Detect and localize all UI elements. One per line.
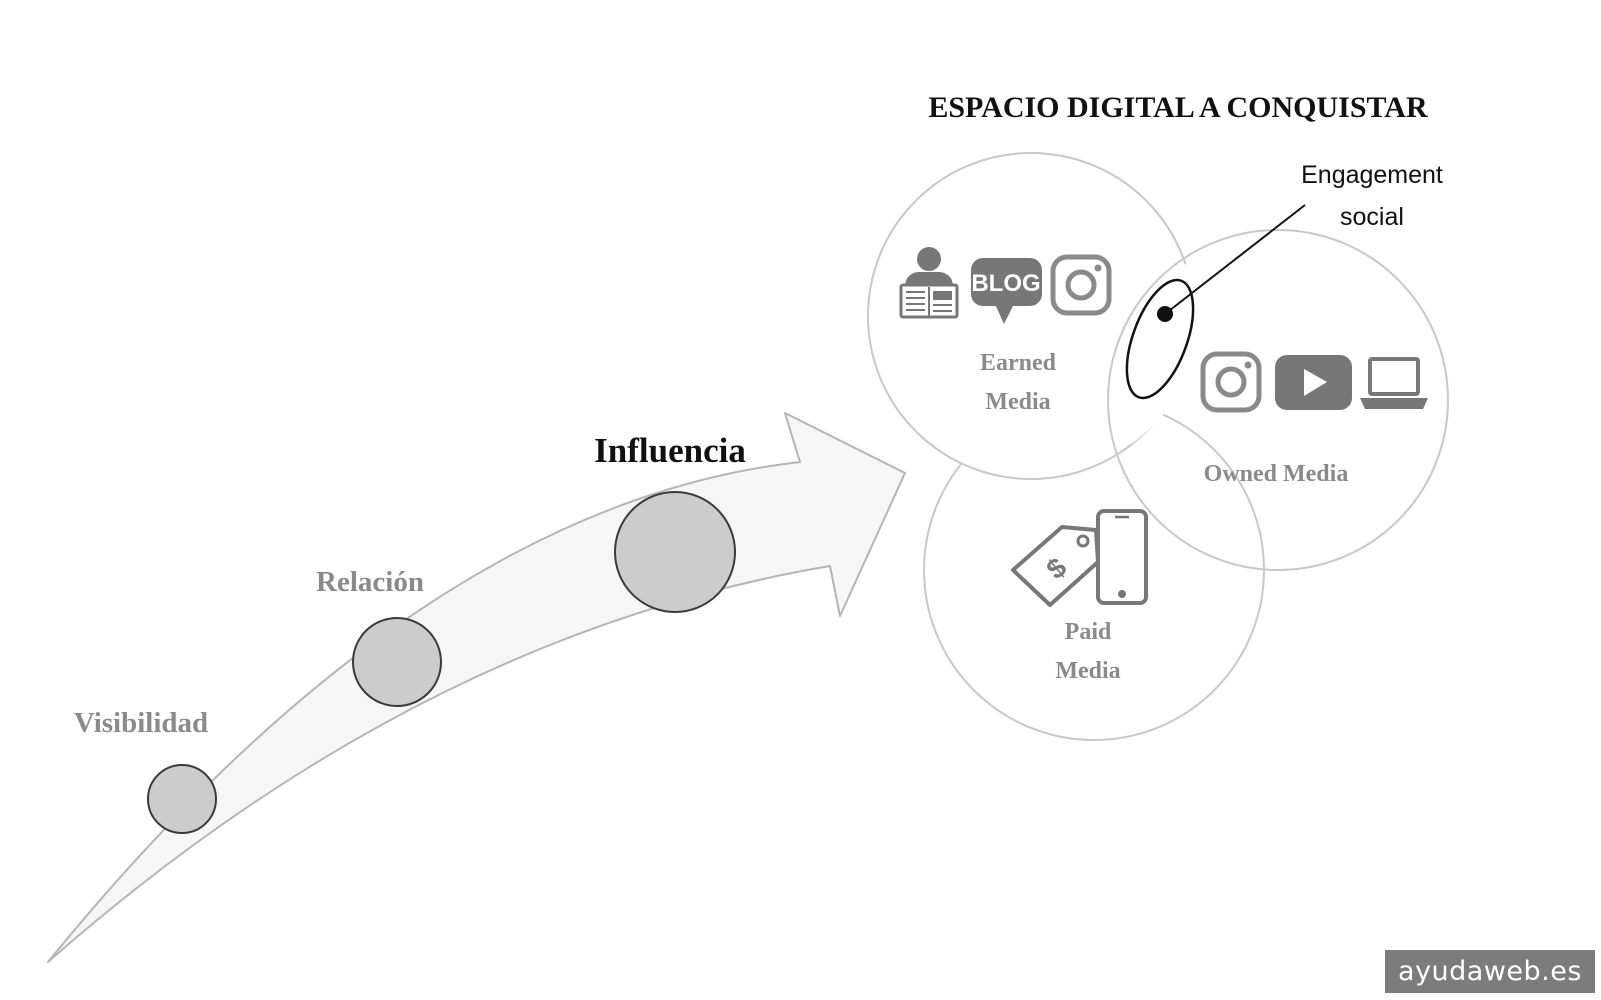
stage-label-influencia: Influencia bbox=[594, 431, 746, 470]
laptop-icon bbox=[1360, 357, 1428, 409]
stage-label-visibilidad: Visibilidad bbox=[74, 707, 208, 739]
engagement-pointer-dot bbox=[1157, 306, 1173, 322]
newspaper-reader-icon bbox=[899, 247, 959, 319]
engagement-pointer-line bbox=[1164, 204, 1306, 315]
owned-media-label: Owned Media bbox=[1204, 461, 1349, 487]
watermark-badge: ayudaweb.es bbox=[1385, 950, 1595, 993]
growth-arrow bbox=[47, 412, 906, 963]
engagement-label-line1: Engagement bbox=[1301, 161, 1443, 189]
paid-media-label-line2: Media bbox=[1055, 658, 1120, 684]
instagram-icon bbox=[1050, 254, 1112, 316]
stage-circle-influencia bbox=[614, 491, 736, 613]
earned-media-label-line2: Media bbox=[985, 389, 1050, 415]
instagram-icon bbox=[1200, 351, 1262, 413]
engagement-label-line2: social bbox=[1340, 203, 1404, 231]
earned-media-label-line1: Earned bbox=[980, 350, 1057, 376]
stage-circle-visibilidad bbox=[147, 764, 217, 834]
stage-circle-relacion bbox=[352, 617, 442, 707]
smartphone-icon bbox=[1096, 509, 1148, 605]
owned-media-circle bbox=[1107, 229, 1449, 571]
stage-label-relacion: Relación bbox=[316, 566, 424, 598]
blog-icon: BLOG bbox=[971, 258, 1042, 324]
blog-icon-text: BLOG bbox=[971, 270, 1040, 297]
engagement-ellipse bbox=[1125, 278, 1195, 400]
diagram-title: ESPACIO DIGITAL A CONQUISTAR bbox=[928, 91, 1428, 124]
paid-media-label-line1: Paid bbox=[1065, 619, 1112, 645]
youtube-icon bbox=[1275, 355, 1352, 410]
